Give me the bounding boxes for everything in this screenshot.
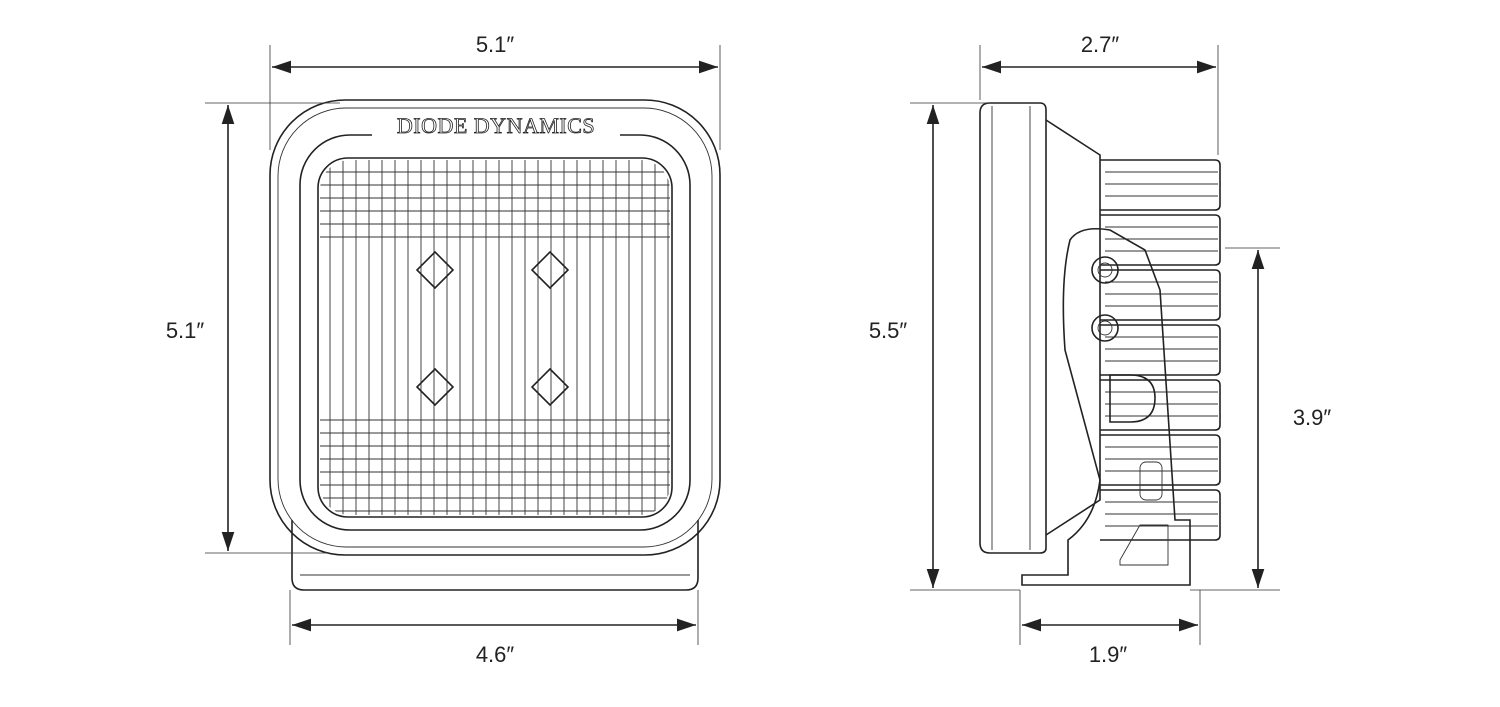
- side-height-label: 5.5″: [869, 318, 908, 343]
- side-depth-label: 2.7″: [1081, 32, 1120, 57]
- led-diamond-icon: [415, 367, 455, 407]
- front-width-label: 5.1″: [476, 32, 515, 57]
- fin: [1100, 434, 1221, 486]
- brand-d-logo: [1109, 374, 1156, 423]
- bolt-icon: [1091, 256, 1119, 284]
- housing-outer: [269, 99, 721, 556]
- front-height-label: 5.1″: [166, 318, 205, 343]
- fin: [1100, 159, 1221, 211]
- lens-grid: [320, 160, 670, 515]
- fin: [1100, 379, 1221, 431]
- led-diamonds: [415, 250, 570, 407]
- fin: [1100, 214, 1221, 266]
- mount-bracket: [291, 520, 699, 591]
- side-bracket: [1021, 227, 1191, 586]
- housing-side: [979, 102, 1047, 554]
- lens: [317, 157, 673, 518]
- bracket-width-label: 4.6″: [476, 642, 515, 667]
- led-diamond-icon: [530, 250, 570, 290]
- bolt-icon: [1091, 314, 1119, 342]
- fin: [1100, 489, 1221, 541]
- fin: [1100, 324, 1221, 376]
- led-diamond-icon: [415, 250, 455, 290]
- led-diamond-icon: [530, 367, 570, 407]
- bracket-depth-label: 1.9″: [1089, 642, 1128, 667]
- fin: [1100, 269, 1221, 321]
- brand-logo: DIODE DYNAMICS: [397, 113, 595, 138]
- heatsink-fins: [1100, 159, 1221, 541]
- side-view: [979, 102, 1221, 586]
- front-view: DIODE DYNAMICS: [269, 99, 721, 591]
- dimensions: 5.1″ 5.1″ 4.6″ 2.7″ 5.5″ 3.9″ 1.9″: [166, 32, 1332, 667]
- mount-height-label: 3.9″: [1293, 405, 1332, 430]
